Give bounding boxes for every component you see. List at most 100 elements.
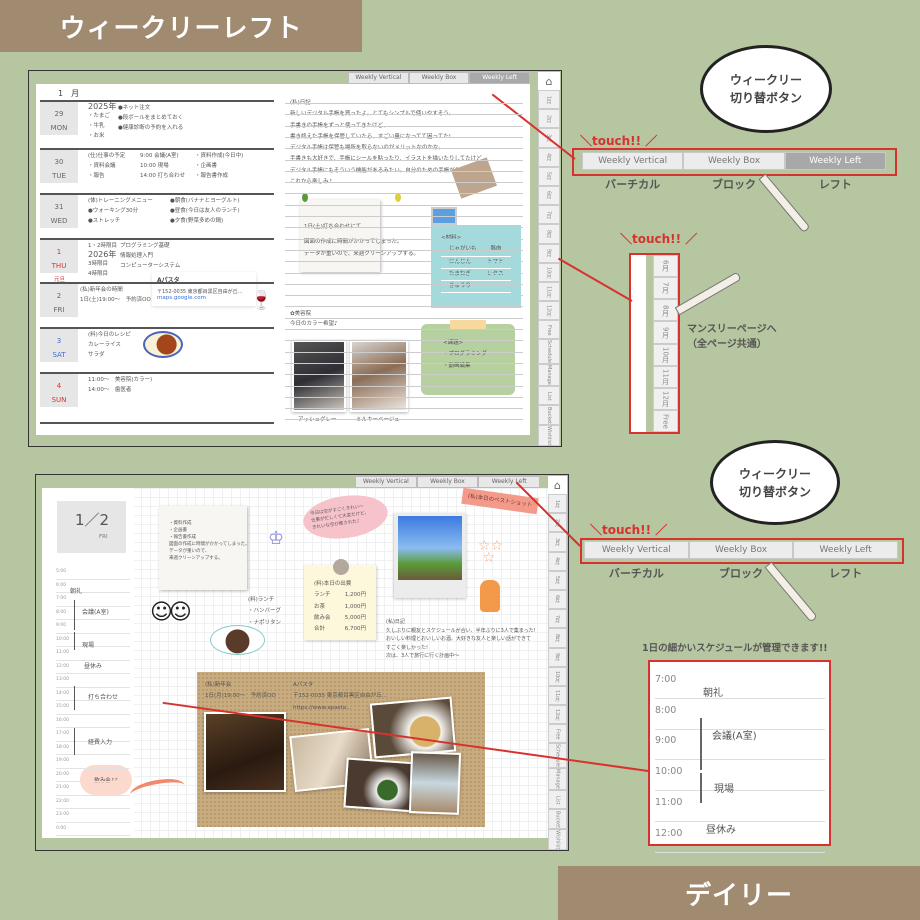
- material-row: きゅうり: [441, 281, 511, 294]
- schedule-event[interactable]: 朝礼: [70, 588, 83, 595]
- side-tab[interactable]: 2月: [538, 109, 560, 129]
- side-tab[interactable]: 10月: [653, 343, 678, 366]
- time-slot[interactable]: 20:00: [56, 769, 130, 782]
- side-tab[interactable]: 7月: [653, 277, 678, 300]
- tab-weekly-vertical[interactable]: Weekly Vertical: [582, 152, 684, 170]
- tab-weekly-left[interactable]: Weekly Left: [784, 152, 886, 170]
- side-tab[interactable]: 4月: [548, 551, 567, 571]
- tab-weekly-vertical[interactable]: Weekly Vertical: [355, 476, 417, 488]
- side-tab[interactable]: 3月: [548, 532, 567, 552]
- time-slot[interactable]: 0:00: [56, 823, 130, 836]
- side-tab[interactable]: 7月: [548, 609, 567, 629]
- time-slot[interactable]: 6:00: [56, 580, 130, 593]
- side-tab[interactable]: 6月: [538, 185, 560, 206]
- side-tab[interactable]: 9月: [548, 647, 567, 667]
- schedule-event[interactable]: 現場: [82, 642, 95, 649]
- side-tab[interactable]: 8月: [653, 299, 678, 322]
- time-slot[interactable]: 19:00: [56, 755, 130, 769]
- time-slot[interactable]: 12:00: [56, 661, 130, 674]
- side-tab[interactable]: 10月: [548, 666, 567, 686]
- tab-weekly-left[interactable]: Weekly Left: [469, 72, 531, 84]
- home-icon[interactable]: ⌂: [538, 72, 560, 90]
- time-slot[interactable]: 18:00: [56, 742, 130, 755]
- side-tab[interactable]: 10月: [538, 262, 560, 282]
- map-card[interactable]: Aパスタ 〒152-0035 東京都目黒区自由が丘… maps.google.c…: [152, 272, 256, 306]
- side-tab[interactable]: 4月: [538, 147, 560, 167]
- day-of-week: TUE: [52, 172, 66, 180]
- time-slot[interactable]: 5:00: [56, 566, 130, 580]
- side-tab[interactable]: 9月: [538, 243, 560, 263]
- time-slot[interactable]: 9:00: [56, 620, 130, 634]
- side-tab[interactable]: 6月: [653, 255, 678, 278]
- entry: ・たまご: [88, 113, 110, 119]
- schedule-event[interactable]: 打ち合わせ: [88, 694, 119, 701]
- side-tab[interactable]: 1月: [548, 494, 567, 514]
- side-tab[interactable]: Manage: [548, 768, 567, 791]
- side-tab[interactable]: 11月: [538, 281, 560, 302]
- duration-arrow: [700, 718, 702, 770]
- side-tab[interactable]: 1月: [538, 90, 560, 110]
- side-tab[interactable]: 11月: [653, 365, 678, 388]
- side-tab[interactable]: List: [548, 790, 567, 810]
- time-slot[interactable]: 8:00: [56, 607, 130, 620]
- home-icon[interactable]: ⌂: [548, 476, 567, 494]
- lunch-note: (料)ランチ・ハンバーグ・ナポリタン: [248, 595, 281, 629]
- schedule-event[interactable]: 昼休み: [84, 663, 103, 670]
- schedule-event[interactable]: 会議(A室): [82, 609, 109, 616]
- side-tab[interactable]: 12月: [548, 705, 567, 725]
- entry: 2025年: [88, 102, 117, 111]
- tab-weekly-left[interactable]: Weekly Left: [793, 541, 899, 559]
- ruled-line: [285, 171, 523, 172]
- tab-weekly-left[interactable]: Weekly Left: [478, 476, 541, 488]
- side-tab[interactable]: 12月: [538, 301, 560, 321]
- time-slot[interactable]: 22:00: [56, 796, 130, 809]
- time-slot[interactable]: 23:00: [56, 809, 130, 823]
- side-tab[interactable]: Wishlist: [548, 828, 567, 851]
- side-tab[interactable]: Free: [653, 409, 678, 432]
- side-tab[interactable]: 7月: [538, 205, 560, 225]
- tab-weekly-box[interactable]: Weekly Box: [688, 541, 794, 559]
- entry: ・資料会議: [88, 163, 116, 169]
- tab-weekly-box[interactable]: Weekly Box: [416, 476, 479, 488]
- time-slot[interactable]: 15:00: [56, 701, 130, 715]
- side-tab[interactable]: 8月: [538, 224, 560, 244]
- side-tab[interactable]: 9月: [653, 321, 678, 344]
- schedule-event[interactable]: 経費入力: [88, 739, 113, 746]
- side-tab[interactable]: Bucket: [548, 809, 567, 829]
- side-tab[interactable]: 6月: [548, 589, 567, 610]
- tab-weekly-vertical[interactable]: Weekly Vertical: [584, 541, 689, 559]
- map-card-link[interactable]: maps.google.com: [157, 295, 206, 301]
- side-tab[interactable]: Schedule: [538, 339, 560, 365]
- tab-weekly-box[interactable]: Weekly Box: [683, 152, 785, 170]
- time-slot[interactable]: 17:00: [56, 728, 130, 742]
- time-slot[interactable]: 7:00: [56, 593, 130, 607]
- side-tab[interactable]: 8月: [548, 628, 567, 648]
- side-tab[interactable]: 5月: [548, 570, 567, 590]
- side-tab[interactable]: Bucket: [538, 405, 560, 425]
- time-slot[interactable]: 16:00: [56, 715, 130, 728]
- side-tab[interactable]: Wishlist: [538, 424, 560, 447]
- side-tab[interactable]: 12月: [653, 387, 678, 410]
- side-tab[interactable]: Manage: [538, 364, 560, 387]
- time-slot[interactable]: 10:00: [56, 634, 130, 647]
- side-tab[interactable]: Free: [548, 724, 567, 744]
- tab-weekly-box[interactable]: Weekly Box: [408, 72, 470, 84]
- time-slot[interactable]: 21:00: [56, 782, 130, 796]
- tab-weekly-vertical[interactable]: Weekly Vertical: [348, 72, 409, 84]
- side-tab[interactable]: List: [538, 386, 560, 406]
- time-slot[interactable]: 13:00: [56, 674, 130, 688]
- ruled-line: [285, 205, 523, 206]
- side-tab[interactable]: 5月: [538, 166, 560, 186]
- time-slot[interactable]: 14:00: [56, 688, 130, 701]
- side-tab[interactable]: Free: [538, 320, 560, 340]
- side-tab[interactable]: 11月: [548, 685, 567, 706]
- time-slot[interactable]: 11:00: [56, 647, 130, 661]
